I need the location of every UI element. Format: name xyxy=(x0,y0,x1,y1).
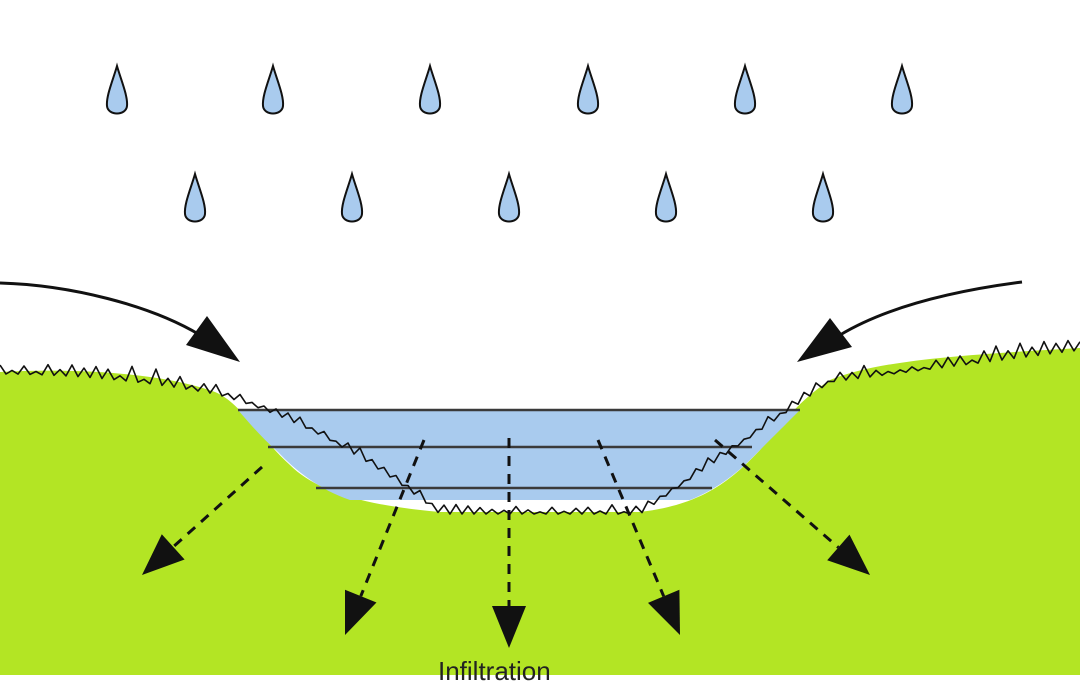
raindrops-bottom-row xyxy=(183,170,835,223)
infiltration-arrowhead xyxy=(345,589,377,635)
raindrop-icon xyxy=(890,62,914,115)
raindrop-icon xyxy=(418,62,442,115)
ground xyxy=(0,348,1080,675)
runoff-arrowhead-right xyxy=(797,318,852,362)
grass-outline xyxy=(0,339,1080,515)
infiltration-arrowhead xyxy=(142,534,185,575)
raindrop-icon xyxy=(654,170,678,223)
pond-water xyxy=(238,410,800,500)
infiltration-arrowhead xyxy=(492,606,526,648)
infiltration-arrowhead xyxy=(827,534,870,575)
runoff-arrows xyxy=(0,280,1023,362)
raindrop-icon xyxy=(733,62,757,115)
runoff-arrow-left xyxy=(0,281,201,337)
raindrop-icon xyxy=(105,62,129,115)
raindrop-icon xyxy=(576,62,600,115)
infiltration-label: Infiltration xyxy=(438,656,551,686)
raindrops-top-row xyxy=(105,62,914,115)
runoff-arrow-right xyxy=(839,280,1023,337)
infiltration-arrow-shaft xyxy=(714,438,840,549)
infiltration-arrow-shaft xyxy=(172,465,264,549)
raindrop-icon xyxy=(497,170,521,223)
raindrop-icon xyxy=(811,170,835,223)
infiltration-arrowhead xyxy=(648,589,680,635)
raindrop-icon xyxy=(261,62,285,115)
infiltration-arrows xyxy=(142,438,870,648)
raindrop-icon xyxy=(183,170,207,223)
raindrop-icon xyxy=(340,170,364,223)
runoff-arrowhead-left xyxy=(186,316,240,362)
